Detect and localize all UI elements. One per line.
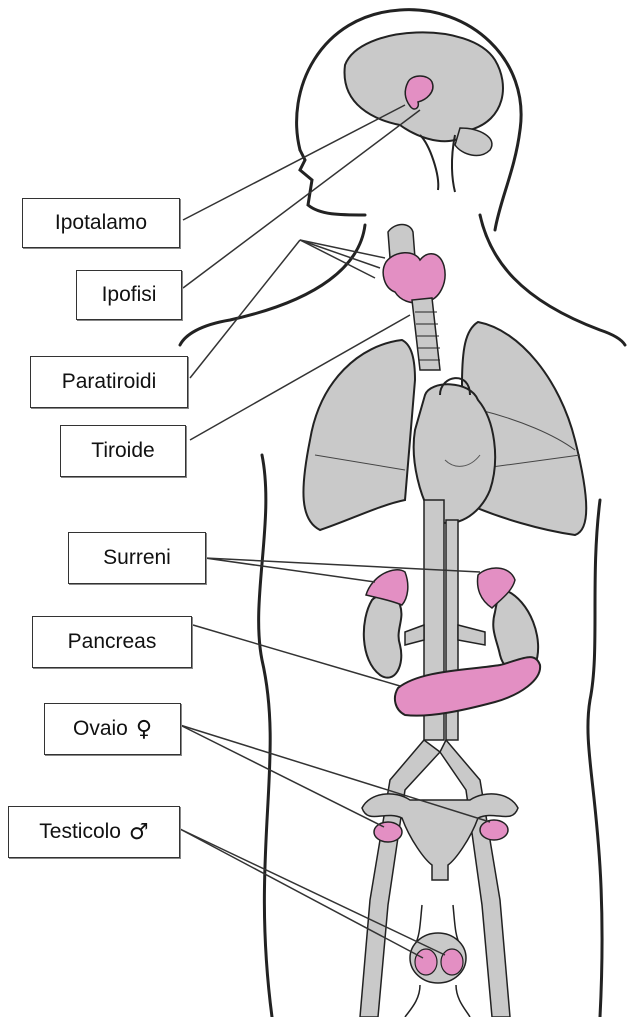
brain: [345, 32, 503, 192]
label-hypothalamus-text: Ipotalamo: [55, 211, 147, 235]
label-testicle: Testicolo ♂: [8, 806, 180, 858]
label-thyroid-text: Tiroide: [91, 439, 154, 463]
testes: [405, 905, 470, 1017]
label-adrenal-text: Surreni: [103, 546, 171, 570]
label-parathyroid-text: Paratiroidi: [62, 370, 157, 394]
female-symbol-icon: ♀: [136, 717, 152, 742]
label-adrenal: Surreni: [68, 532, 206, 584]
label-thyroid: Tiroide: [60, 425, 186, 477]
label-ovary-text: Ovaio: [73, 717, 128, 741]
label-pancreas-text: Pancreas: [68, 630, 157, 654]
label-pituitary-text: Ipofisi: [102, 283, 157, 307]
label-hypothalamus: Ipotalamo: [22, 198, 180, 248]
label-ovary: Ovaio ♀: [44, 703, 181, 755]
label-testicle-text: Testicolo: [39, 820, 121, 844]
label-pancreas: Pancreas: [32, 616, 192, 668]
male-symbol-icon: ♂: [129, 820, 149, 845]
label-parathyroid: Paratiroidi: [30, 356, 188, 408]
pancreas-gland: [395, 657, 540, 716]
label-pituitary: Ipofisi: [76, 270, 182, 320]
